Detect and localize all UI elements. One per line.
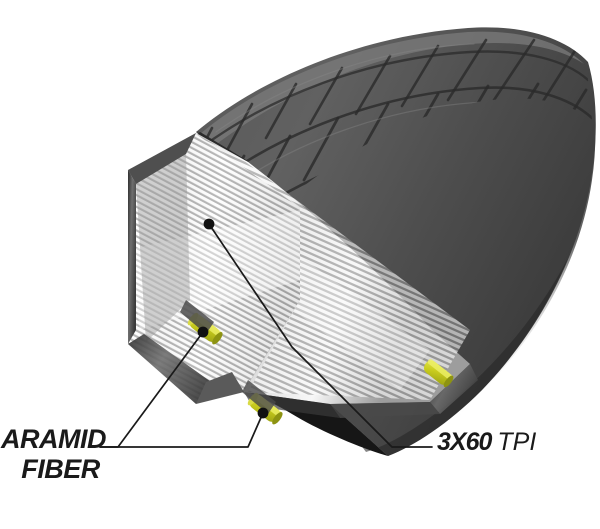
callout-dots [197, 218, 269, 419]
callout-label-aramid-line2: FIBER [21, 454, 100, 484]
aramid-bead-3 [424, 359, 454, 388]
callout-label-tpi-value: 3X60 [437, 428, 492, 456]
leader-line-aramid-2 [99, 412, 264, 448]
leader-line-tpi [208, 223, 433, 448]
callout-leader-lines [99, 223, 433, 448]
callout-dot-tpi [203, 218, 215, 230]
callout-dot-aramid-2 [257, 407, 269, 419]
callout-dot-aramid-1 [197, 326, 209, 338]
callout-label-aramid-fiber: ARAMID FIBER [1, 424, 107, 484]
callout-label-aramid-line1: ARAMID [1, 424, 107, 454]
callout-label-tpi-unit: TPI [497, 428, 537, 456]
